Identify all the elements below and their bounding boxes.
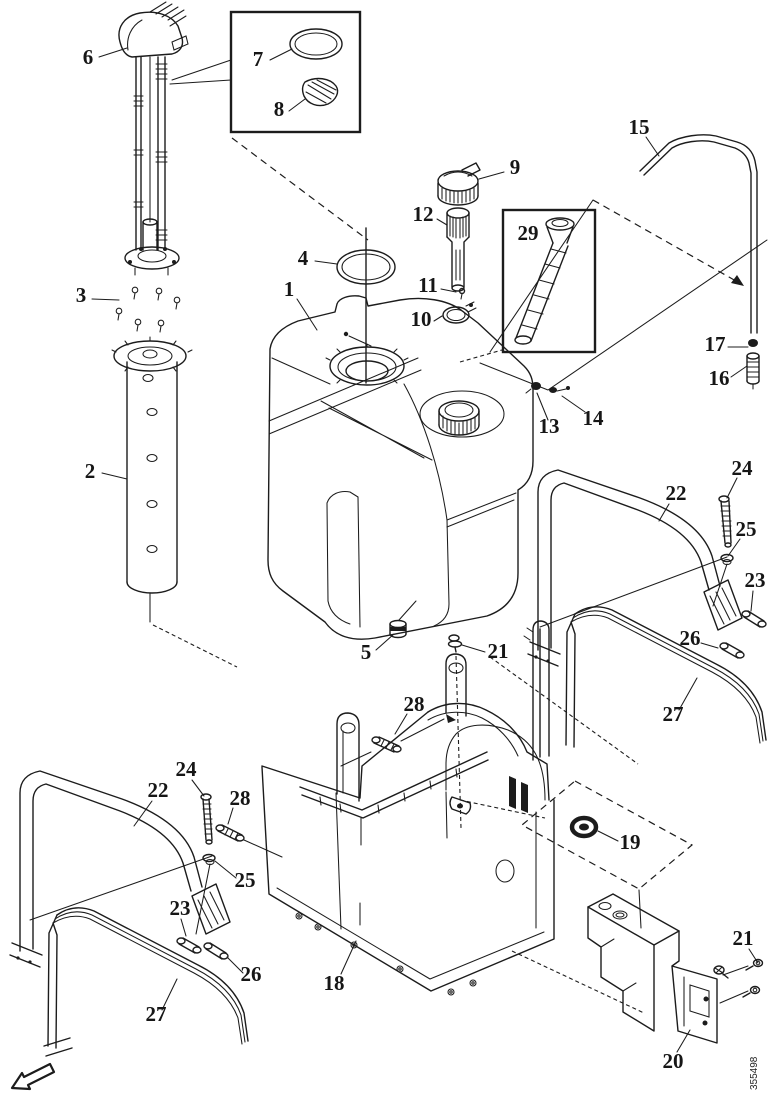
vent-end-fitting — [746, 352, 760, 390]
mount-bracket — [511, 893, 764, 1044]
strap-nut-right — [712, 553, 734, 607]
inset-box-flex-tube — [501, 208, 597, 354]
mid-spacer-pin — [340, 718, 445, 767]
callout-21-mid: 21 — [488, 639, 509, 663]
callout-1: 1 — [284, 277, 295, 301]
spacer-26-right — [719, 642, 745, 659]
callout-25-left: 25 — [235, 868, 256, 892]
callout-8: 8 — [274, 97, 285, 121]
callout-12: 12 — [413, 202, 434, 226]
callout-25-right: 25 — [736, 517, 757, 541]
inset-box-seal-filter — [169, 10, 362, 134]
callout-10: 10 — [411, 307, 432, 331]
callout-22-left: 22 — [148, 778, 169, 802]
callout-22-right: 22 — [666, 481, 687, 505]
cushion-strip-right — [565, 606, 767, 748]
neck-screw — [458, 287, 466, 300]
fuel-tank — [267, 227, 534, 640]
callout-3: 3 — [76, 283, 87, 307]
phantom-panel — [520, 780, 694, 929]
strap-nut-left — [195, 853, 216, 935]
callout-29: 29 — [518, 221, 539, 245]
o-ring — [336, 249, 396, 285]
callout-28-mid: 28 — [404, 692, 425, 716]
callout-23-right: 23 — [745, 568, 766, 592]
spacer-23-left — [176, 937, 202, 954]
standpipe — [111, 336, 238, 668]
bracket-bolt — [713, 965, 729, 979]
callout-21-bottom: 21 — [733, 926, 754, 950]
spacer-pin-28-left — [215, 824, 283, 858]
callout-28-left: 28 — [230, 786, 251, 810]
callout-6: 6 — [83, 45, 94, 69]
tank-grommet — [389, 600, 417, 639]
callout-11: 11 — [418, 273, 438, 297]
callout-15: 15 — [629, 115, 650, 139]
orientation-arrow — [10, 1062, 56, 1091]
spacer-23-right — [741, 610, 767, 628]
drawing-code: 355498 — [749, 1056, 760, 1090]
callout-labels: 6 7 8 3 2 4 1 9 12 11 10 29 15 17 16 13 … — [76, 45, 766, 1073]
vent-clip — [748, 339, 758, 347]
strap-right — [527, 469, 767, 748]
leader-lines — [91, 47, 759, 1053]
support-frame — [261, 620, 555, 996]
callout-7: 7 — [253, 47, 264, 71]
strap-left — [9, 770, 283, 1057]
callout-4: 4 — [298, 246, 309, 270]
filler-neck — [446, 207, 470, 292]
callout-16: 16 — [709, 366, 730, 390]
vent-line — [639, 134, 760, 390]
reference-lines — [231, 137, 768, 819]
cushion-strip-left — [43, 907, 249, 1057]
callout-17: 17 — [705, 332, 726, 356]
grommet-plug-19 — [569, 815, 599, 839]
bolt-21-a — [745, 958, 764, 971]
frame-lug-center — [445, 653, 467, 717]
spacer-26-left — [203, 942, 229, 960]
fuel-sender-assembly — [118, 1, 189, 276]
callout-26-left: 26 — [241, 962, 262, 986]
hose-clamp — [442, 301, 477, 324]
callout-18: 18 — [324, 971, 345, 995]
screw-set — [115, 286, 181, 333]
callout-13: 13 — [539, 414, 560, 438]
callout-5: 5 — [361, 640, 372, 664]
callout-23-left: 23 — [170, 896, 191, 920]
filter-screen — [301, 77, 339, 107]
callout-9: 9 — [510, 155, 521, 179]
callout-24-right: 24 — [732, 456, 754, 480]
callout-27-left: 27 — [146, 1002, 167, 1026]
strap-bolt-left — [200, 793, 213, 845]
callout-24-left: 24 — [176, 757, 198, 781]
filler-cap — [437, 162, 481, 206]
callout-26-right: 26 — [680, 626, 701, 650]
callout-19: 19 — [620, 830, 641, 854]
callout-27-right: 27 — [663, 702, 684, 726]
callout-20: 20 — [663, 1049, 684, 1073]
callout-2: 2 — [85, 459, 96, 483]
frame-lug-left — [336, 712, 360, 802]
strap-bolt-right — [718, 495, 732, 548]
bolt-21-b — [742, 985, 761, 998]
callout-14: 14 — [583, 406, 605, 430]
